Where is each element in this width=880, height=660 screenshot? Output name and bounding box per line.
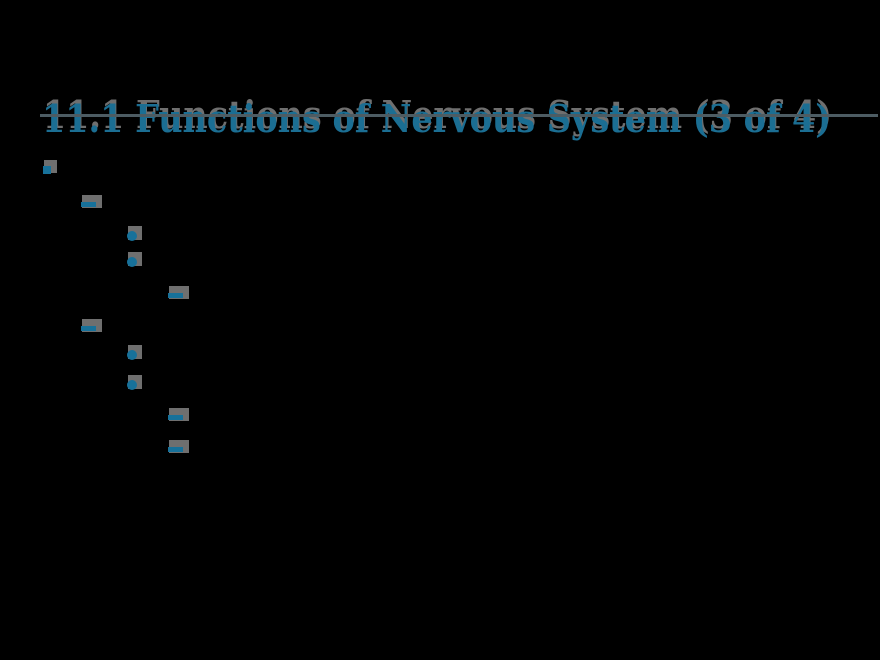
circle-bullet-icon (127, 257, 137, 267)
bullet-item-level3 (127, 252, 142, 267)
title-underline-rule (40, 114, 878, 117)
bullet-item-level3 (127, 345, 142, 360)
circle-bullet-icon (127, 350, 137, 360)
circle-bullet-icon (127, 380, 137, 390)
bullet-item-level1 (43, 160, 57, 174)
dash-bullet-icon (168, 447, 183, 452)
dash-bullet-icon (81, 326, 96, 331)
slide-title: 11.1 Functions of Nervous System (3 of 4… (42, 96, 832, 142)
bullet-item-level2 (81, 195, 102, 208)
bullet-item-level4 (168, 286, 189, 299)
bullet-item-level3 (127, 226, 142, 241)
circle-bullet-icon (127, 231, 137, 241)
bullet-item-level3 (127, 375, 142, 390)
dash-bullet-icon (168, 415, 183, 420)
bullet-item-level4 (168, 408, 189, 421)
square-bullet-icon (43, 166, 51, 174)
dash-bullet-icon (168, 293, 183, 298)
bullet-item-level4 (168, 440, 189, 453)
bullet-item-level2 (81, 319, 102, 332)
dash-bullet-icon (81, 202, 96, 207)
